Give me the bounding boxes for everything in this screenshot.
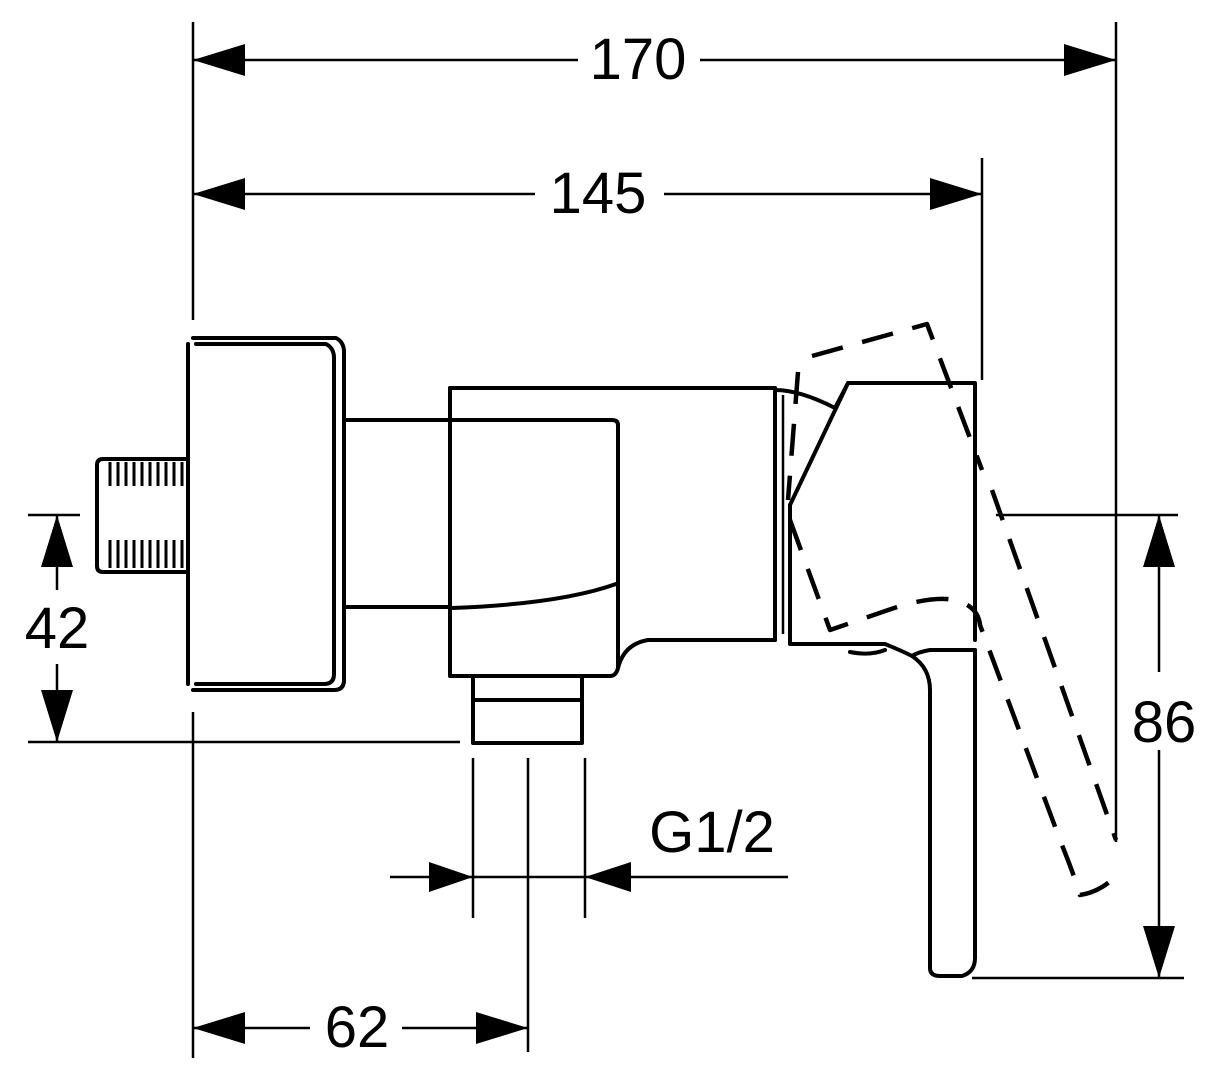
connecting-shaft bbox=[342, 418, 452, 609]
dimension-42: 42 bbox=[25, 515, 90, 742]
inlet-thread bbox=[95, 457, 190, 574]
dimension-label-145: 145 bbox=[550, 161, 647, 226]
dimension-label-62: 62 bbox=[325, 995, 390, 1060]
lever-handle-open-position bbox=[785, 321, 1119, 898]
dimension-145: 145 bbox=[193, 161, 982, 226]
dimension-62: 62 bbox=[193, 995, 528, 1060]
dimension-86: 86 bbox=[1132, 515, 1197, 978]
lever-handle bbox=[773, 381, 977, 978]
dimension-label-42: 42 bbox=[25, 596, 90, 661]
dimension-170: 170 bbox=[193, 27, 1116, 92]
dimension-thread: G1/2 bbox=[390, 800, 788, 892]
outlet-nipple bbox=[471, 676, 584, 745]
dimension-label-170: 170 bbox=[590, 27, 687, 92]
dimension-label-thread: G1/2 bbox=[649, 800, 775, 865]
dimension-label-86: 86 bbox=[1132, 690, 1197, 755]
wall-flange bbox=[186, 336, 346, 692]
valve-body bbox=[448, 386, 785, 678]
